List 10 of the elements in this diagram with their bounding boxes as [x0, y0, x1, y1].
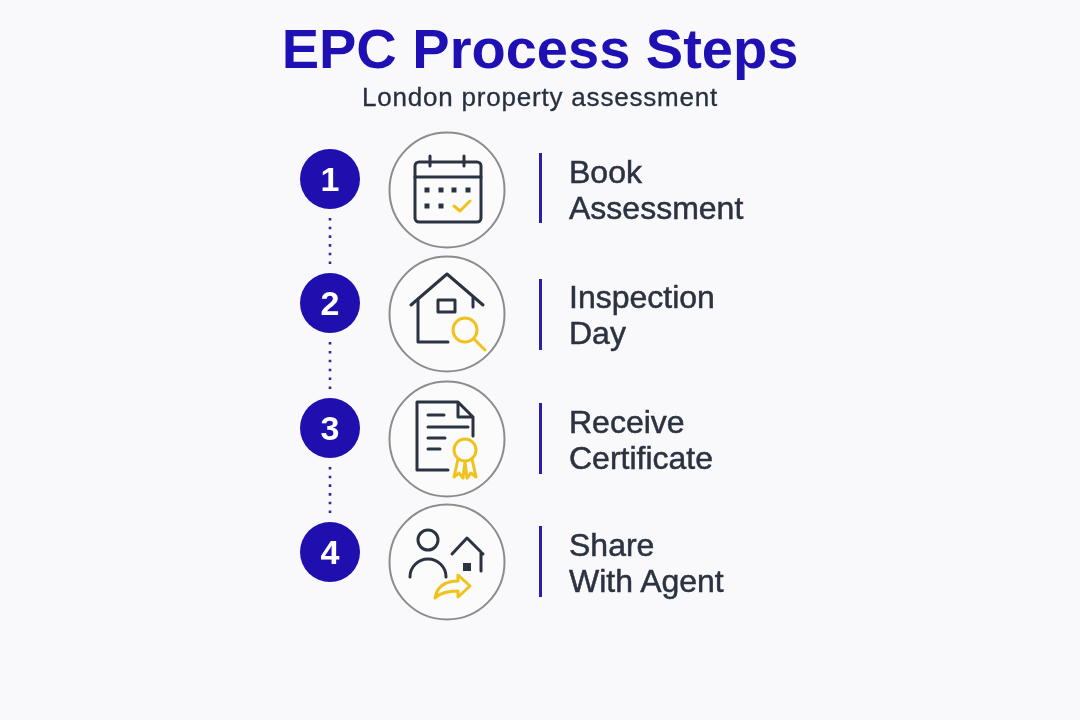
subtitle: London property assessment — [361, 82, 719, 112]
step-title: Inspection Day — [569, 279, 715, 351]
step-title: Share With Agent — [569, 527, 724, 599]
step-title: Book Assessment — [569, 154, 744, 226]
step-number: 2 — [300, 273, 360, 333]
step-title: Receive Certificate — [569, 404, 714, 476]
step-number: 4 — [300, 522, 360, 582]
step-number: 3 — [300, 398, 360, 458]
step-number: 1 — [300, 149, 360, 209]
title: EPC Process Steps — [281, 17, 799, 81]
